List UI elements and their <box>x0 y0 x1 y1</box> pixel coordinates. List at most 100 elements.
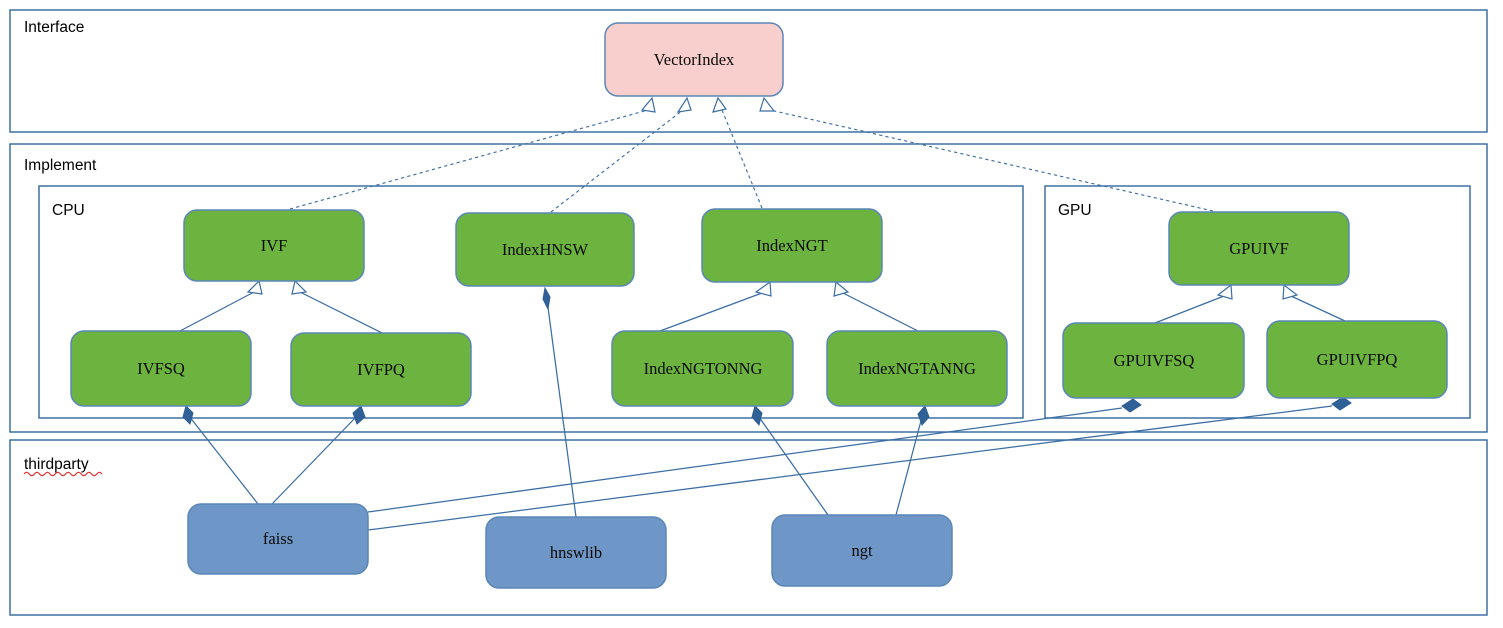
node-gpuivf-rect[interactable] <box>1168 211 1350 286</box>
edge-line <box>1154 295 1225 324</box>
hollow-triangle-arrow-icon <box>712 96 728 113</box>
node-gpuivf-label: GPUIVF <box>1229 239 1289 258</box>
node-indexhnsw-rect[interactable] <box>455 212 635 287</box>
edge-line <box>289 109 649 210</box>
node-vectorindex[interactable]: VectorIndex <box>604 22 784 97</box>
node-ivfpq-rect[interactable] <box>290 332 472 407</box>
edge-line <box>367 407 1123 513</box>
edge-ngt-to-indexngtonng <box>751 405 829 516</box>
node-gpuivfpq-rect[interactable] <box>1266 320 1448 399</box>
node-hnswlib[interactable]: hnswlib <box>485 516 667 589</box>
node-indexngtanng-rect[interactable] <box>826 330 1008 407</box>
edge-gpuivfpq-to-gpuivf <box>1282 283 1346 322</box>
edge-hnswlib-to-indexhnsw <box>542 286 577 518</box>
edge-line <box>1290 295 1346 322</box>
filled-diamond-icon <box>1121 398 1142 413</box>
node-gpuivfpq-label: GPUIVFPQ <box>1317 350 1398 369</box>
edge-line <box>721 109 763 209</box>
node-ivfsq-rect[interactable] <box>70 330 252 407</box>
hollow-triangle-arrow-icon <box>676 96 692 113</box>
edge-ivf-to-vectorindex <box>289 96 656 210</box>
edge-ivfpq-to-ivf <box>291 279 383 334</box>
node-gpuivfsq[interactable]: GPUIVFSQ <box>1062 322 1245 399</box>
node-ivf-rect[interactable] <box>183 209 365 282</box>
container-interface-label: Interface <box>24 19 84 36</box>
node-faiss-label: faiss <box>263 529 293 548</box>
edge-faiss-to-ivfsq <box>182 405 259 505</box>
node-ngt-label: ngt <box>851 541 873 560</box>
hollow-triangle-arrow-icon <box>754 280 772 297</box>
node-ngt-rect[interactable] <box>771 514 953 587</box>
edge-line <box>758 416 829 516</box>
node-gpuivfsq-rect[interactable] <box>1062 322 1245 399</box>
edge-line <box>271 415 358 505</box>
realization-edges <box>289 96 1214 213</box>
node-hnswlib-rect[interactable] <box>485 516 667 589</box>
hollow-triangle-arrow-icon <box>640 96 656 113</box>
filled-diamond-icon <box>1331 396 1352 411</box>
node-ivfpq[interactable]: IVFPQ <box>290 332 472 407</box>
edge-ngt-to-indexngtanng <box>895 405 930 516</box>
node-ngt[interactable]: ngt <box>771 514 953 587</box>
edge-indexngtanng-to-indexngt <box>833 280 919 332</box>
edge-ivfsq-to-ivf <box>179 279 263 332</box>
node-gpuivf[interactable]: GPUIVF <box>1168 211 1350 286</box>
hollow-triangle-arrow-icon <box>833 280 850 297</box>
filled-diamond-icon <box>182 405 194 425</box>
node-indexngtanng[interactable]: IndexNGTANNG <box>826 330 1008 407</box>
filled-diamond-icon <box>352 405 366 425</box>
edge-line <box>299 291 383 334</box>
node-indexngtonng[interactable]: IndexNGTONNG <box>611 330 794 407</box>
edge-gpuivf-to-vectorindex <box>759 96 1214 212</box>
edge-line <box>179 291 255 332</box>
edge-line <box>188 415 259 505</box>
node-ivfsq-label: IVFSQ <box>137 359 185 378</box>
edge-line <box>367 405 1333 531</box>
edge-faiss-to-ivfpq <box>271 405 366 505</box>
node-hnswlib-label: hnswlib <box>550 543 602 562</box>
node-indexhnsw-label: IndexHNSW <box>502 240 589 259</box>
edge-faiss-to-gpuivfsq <box>367 398 1142 513</box>
node-indexhnsw[interactable]: IndexHNSW <box>455 212 635 287</box>
node-vectorindex-label: VectorIndex <box>654 50 735 69</box>
edge-line <box>769 109 1214 212</box>
node-gpuivfsq-label: GPUIVFSQ <box>1114 351 1195 370</box>
edge-indexhnsw-to-vectorindex <box>550 96 692 213</box>
container-implement-label: Implement <box>24 157 97 174</box>
hollow-triangle-arrow-icon <box>246 279 263 295</box>
node-gpuivfpq[interactable]: GPUIVFPQ <box>1266 320 1448 399</box>
edge-line <box>659 292 763 332</box>
edge-faiss-to-gpuivfpq <box>367 396 1352 531</box>
hollow-triangle-arrow-icon <box>1282 283 1299 300</box>
node-ivfsq[interactable]: IVFSQ <box>70 330 252 407</box>
generalization-edges <box>179 279 1346 334</box>
node-indexngtonng-rect[interactable] <box>611 330 794 407</box>
container-cpu-label: CPU <box>52 202 85 219</box>
filled-diamond-icon <box>542 286 551 311</box>
node-faiss[interactable]: faiss <box>187 503 369 575</box>
edge-line <box>550 109 684 213</box>
node-ivf-label: IVF <box>261 236 288 255</box>
container-thirdparty-label: thirdparty <box>24 456 89 473</box>
composition-edges <box>182 286 1352 531</box>
hollow-triangle-arrow-icon <box>759 96 776 112</box>
edge-gpuivfsq-to-gpuivf <box>1154 283 1233 324</box>
edge-line <box>842 292 919 332</box>
hollow-triangle-arrow-icon <box>291 279 308 295</box>
node-faiss-rect[interactable] <box>187 503 369 575</box>
node-indexngt-label: IndexNGT <box>756 236 827 255</box>
node-indexngt[interactable]: IndexNGT <box>701 208 883 283</box>
edge-indexngtonng-to-indexngt <box>659 280 772 332</box>
edge-line <box>895 416 923 516</box>
node-indexngtonng-label: IndexNGTONNG <box>644 359 763 378</box>
node-indexngt-rect[interactable] <box>701 208 883 283</box>
spellcheck-squiggle-icon <box>23 471 103 477</box>
node-group: VectorIndex IVF IndexHNSW IndexNGT GPUIV… <box>70 22 1448 589</box>
node-ivf[interactable]: IVF <box>183 209 365 282</box>
node-vectorindex-rect[interactable] <box>604 22 784 97</box>
node-ivfpq-label: IVFPQ <box>357 360 405 379</box>
node-indexngtanng-label: IndexNGTANNG <box>858 359 976 378</box>
edge-indexngt-to-vectorindex <box>712 96 763 209</box>
